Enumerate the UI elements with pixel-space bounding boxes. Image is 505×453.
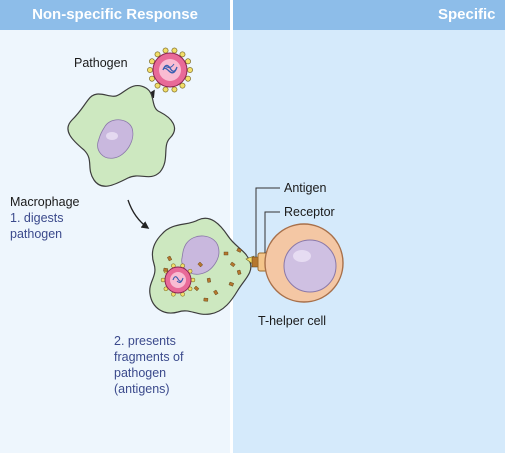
t-helper-label: T-helper cell (258, 314, 327, 328)
step2-line4: (antigens) (114, 382, 170, 396)
receptor-label: Receptor (284, 205, 335, 219)
pathogen-spike (187, 67, 193, 73)
arrow-to-presenting-macrophage (127, 199, 150, 229)
antigen-fragment (213, 289, 219, 296)
step2-line2: fragments of (114, 350, 184, 364)
panel-divider (230, 0, 233, 453)
antigen-leader-line (255, 187, 280, 257)
pathogen-spike (171, 47, 178, 54)
pathogen-spike (185, 75, 191, 82)
antigen-fragment (193, 285, 200, 292)
antigen-fragment (203, 297, 209, 302)
step1-line2: pathogen (10, 227, 63, 241)
antigen-fragment (223, 251, 229, 256)
macrophage-top-icon (67, 84, 175, 187)
antigen-label: Antigen (284, 181, 327, 195)
pathogen-label: Pathogen (74, 56, 128, 70)
pathogen-spike (162, 47, 169, 54)
antigen-fragment (197, 261, 204, 268)
presented-antigen-icon (245, 255, 259, 268)
antigen-fragment (228, 281, 234, 287)
pathogen-spike (154, 51, 161, 58)
pathogen-spike (154, 82, 161, 89)
antigen-fragment (229, 261, 236, 268)
antigen-fragment (167, 255, 173, 262)
non-specific-header: Non-specific Response (0, 0, 230, 30)
macrophage-presenting-icon (149, 217, 252, 315)
antigen-fragment (163, 267, 169, 272)
pathogen-spike (149, 75, 155, 82)
antigen-fragment (236, 269, 242, 275)
engulfed-pathogen-spike (171, 263, 176, 268)
antigen-fragment (206, 277, 211, 283)
antigen-fragment (236, 247, 242, 253)
pathogen-spike (162, 86, 169, 93)
pathogen-spike (185, 58, 191, 65)
step2-line1: 2. presents (114, 334, 176, 348)
engulfed-pathogen-spike (160, 277, 166, 283)
macrophage-label: Macrophage (10, 195, 80, 209)
pathogen-spike (147, 67, 153, 73)
receptor-leader-line (264, 211, 280, 253)
pathogen-spike (149, 58, 155, 65)
step1-line1: 1. digests (10, 211, 64, 225)
pathogen-spike (171, 86, 178, 93)
engulfed-pathogen-spike (190, 277, 196, 283)
specific-header: Specific (233, 0, 505, 30)
step2-line3: pathogen (114, 366, 167, 380)
engulfed-pathogen-spike (171, 292, 176, 297)
pathogen-icon (147, 47, 193, 93)
t-helper-cell-icon (264, 223, 344, 303)
specific-panel (233, 0, 505, 453)
